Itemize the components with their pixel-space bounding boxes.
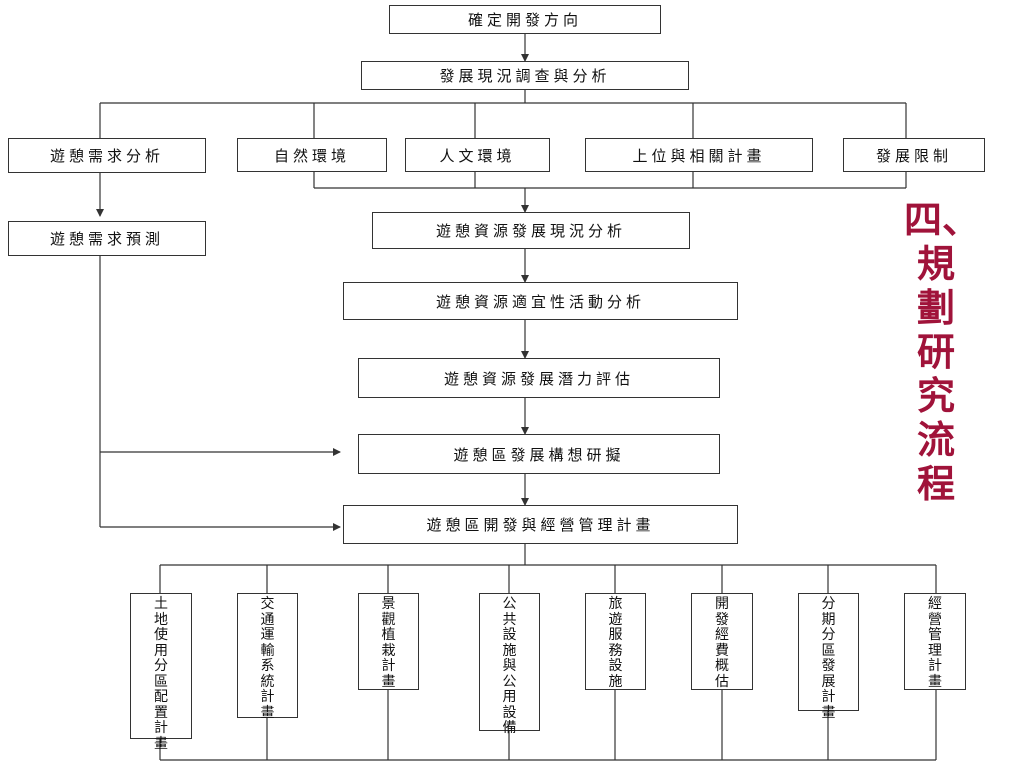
step-resource-status: 遊憩資源發展現況分析	[372, 212, 690, 249]
step-concept-development: 遊憩區發展構想研擬	[358, 434, 720, 474]
step-resource-potential: 遊憩資源發展潛力評估	[358, 358, 720, 398]
plan-landscape: 景觀植栽計畫	[358, 593, 419, 690]
box-constraints: 發展限制	[843, 138, 985, 172]
plan-operations-management: 經營管理計畫	[904, 593, 966, 690]
box-natural-env: 自然環境	[237, 138, 387, 172]
plan-phased-development: 分期分區發展計畫	[798, 593, 859, 720]
plan-phased-development-label: 分期分區發展計畫	[821, 596, 836, 721]
step-determine-direction: 確定開發方向	[389, 5, 661, 34]
step-resource-suitability: 遊憩資源適宜性活動分析	[343, 282, 738, 320]
plan-operations-management-label: 經營管理計畫	[928, 596, 942, 690]
step-survey-analysis: 發展現況調查與分析	[361, 61, 689, 90]
plan-public-facilities: 公共設施與公用設備	[479, 593, 540, 736]
plan-transport: 交通運輸系統計畫	[237, 593, 298, 721]
box-upper-plans: 上位與相關計畫	[585, 138, 813, 172]
box-demand-forecast: 遊憩需求預測	[8, 221, 206, 256]
plan-cost-estimate-label: 開發經費概估	[715, 596, 729, 690]
plan-tourism-services-label: 旅遊服務設施	[608, 596, 623, 690]
box-demand-analysis: 遊憩需求分析	[8, 138, 206, 173]
step-development-management: 遊憩區開發與經營管理計畫	[343, 505, 738, 544]
plan-cost-estimate: 開發經費概估	[691, 593, 753, 690]
plan-land-use: 土地使用分區配置計畫	[130, 593, 192, 751]
plan-public-facilities-label: 公共設施與公用設備	[502, 596, 517, 736]
plan-transport-label: 交通運輸系統計畫	[260, 596, 275, 721]
box-human-env: 人文環境	[405, 138, 550, 172]
plan-tourism-services: 旅遊服務設施	[585, 593, 646, 690]
plan-landscape-label: 景觀植栽計畫	[381, 596, 396, 690]
section-title: 四、規劃研究流程	[904, 197, 981, 506]
plan-land-use-label: 土地使用分區配置計畫	[154, 596, 168, 752]
